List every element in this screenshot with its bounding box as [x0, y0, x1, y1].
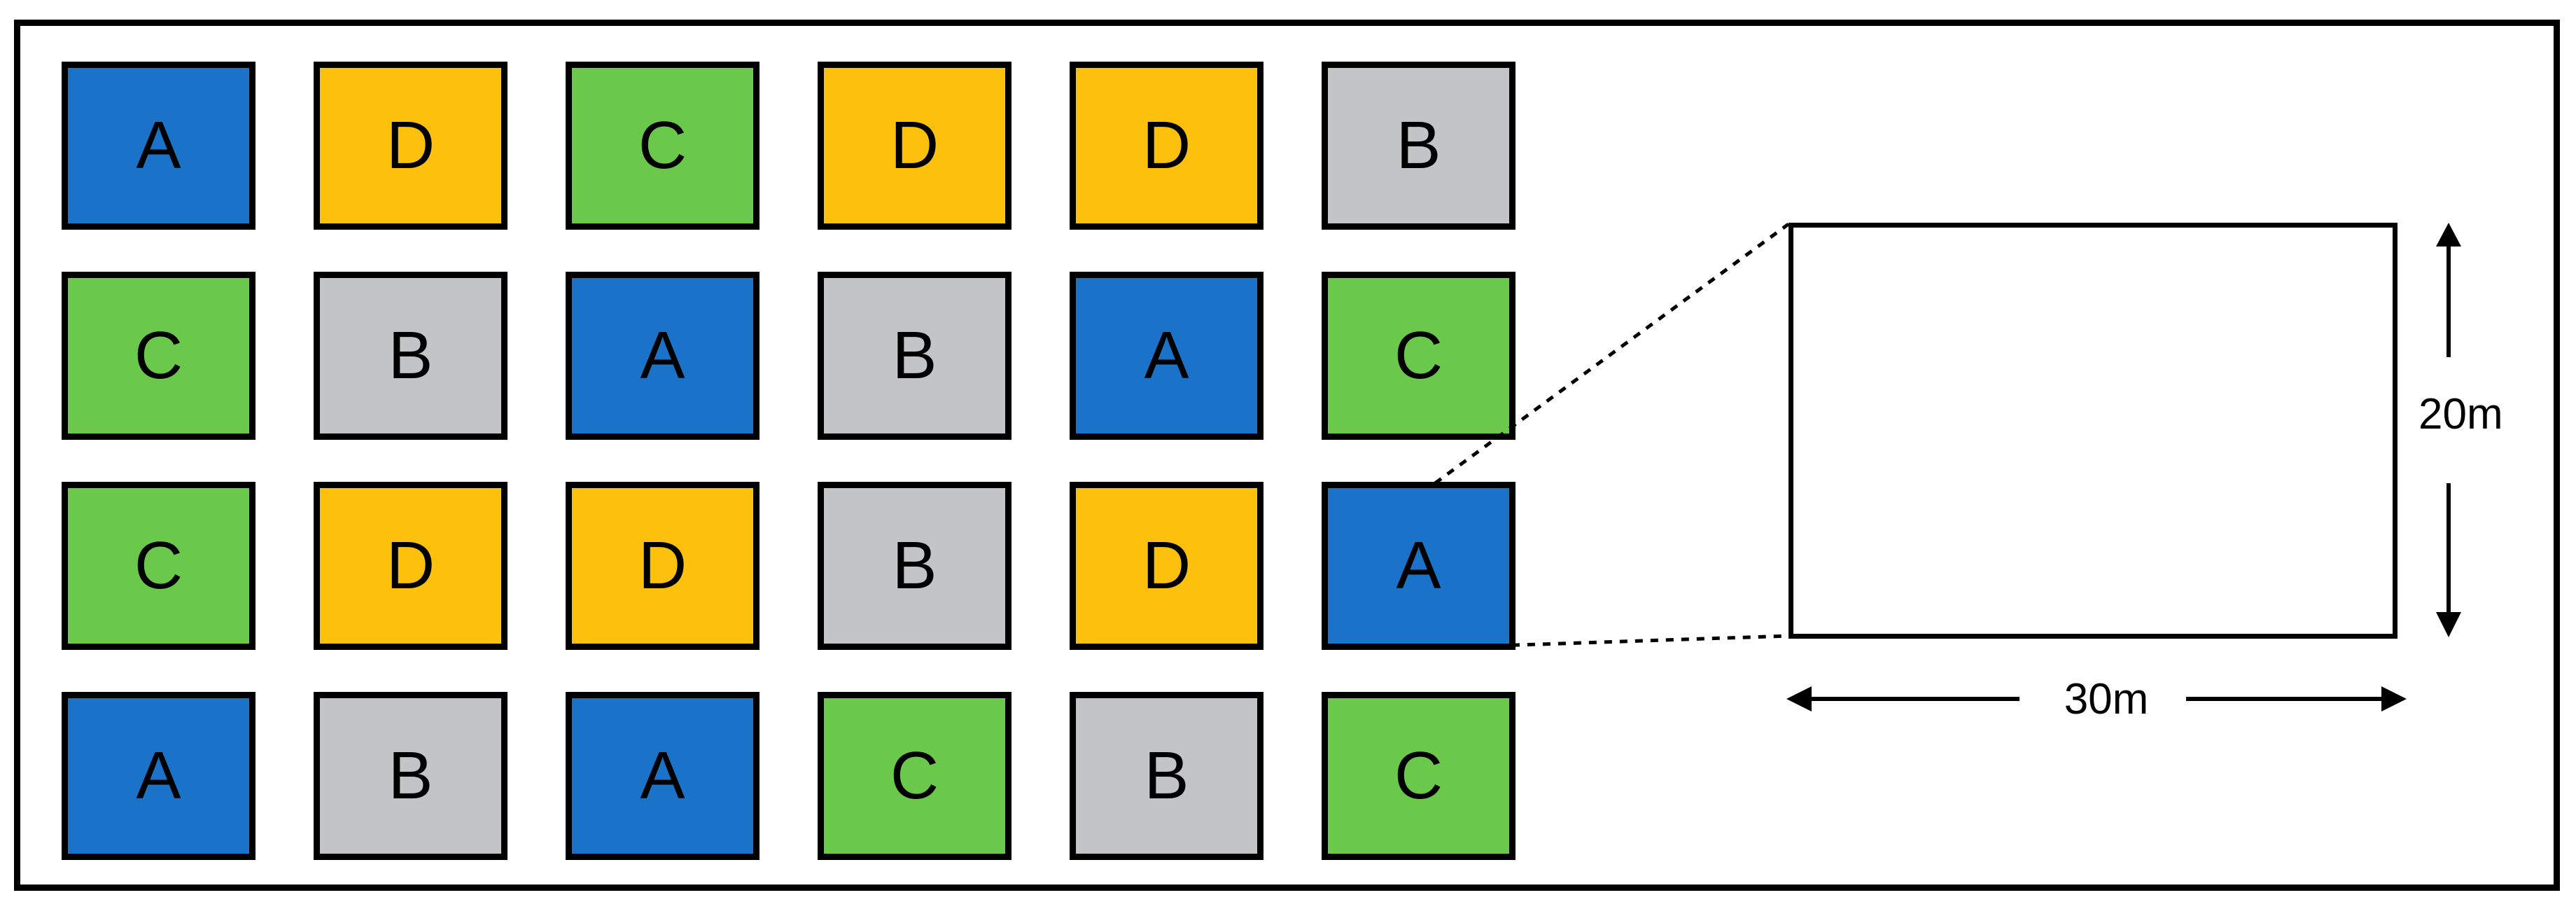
plot-cell-label: B — [1396, 108, 1441, 183]
plot-cell-label: A — [1396, 528, 1441, 603]
plot-cell-label: B — [388, 738, 433, 813]
plot-cell[interactable]: C — [62, 272, 255, 440]
plot-cell-label: C — [1394, 738, 1443, 813]
plot-cell-label: D — [890, 108, 939, 183]
plot-cell[interactable]: A — [1070, 272, 1264, 440]
plot-cell-label: A — [136, 738, 181, 813]
plot-cell[interactable]: B — [818, 482, 1011, 650]
plot-cell[interactable]: A — [62, 62, 255, 230]
plot-cell[interactable]: A — [566, 272, 760, 440]
plot-cell-label: B — [1144, 738, 1189, 813]
plot-cell[interactable]: D — [1070, 62, 1264, 230]
dimension-arrow-vertical — [2436, 223, 2461, 637]
plot-cell[interactable]: D — [1070, 482, 1264, 650]
plot-cell[interactable]: B — [1070, 692, 1264, 860]
dimension-label-width: 30m — [2026, 674, 2186, 724]
plot-cell-label: D — [1142, 108, 1191, 183]
dimension-arrow-horizontal — [1786, 686, 2407, 712]
plot-cell-label: A — [640, 738, 685, 813]
dimension-label-height: 20m — [2418, 390, 2503, 438]
plot-cell[interactable]: B — [314, 692, 507, 860]
plot-cell[interactable]: C — [1322, 692, 1516, 860]
plot-cell[interactable]: D — [314, 62, 507, 230]
plot-cell-label: A — [136, 108, 181, 183]
plot-cell-label: A — [1144, 318, 1189, 393]
plot-cell[interactable]: D — [314, 482, 507, 650]
plot-cell[interactable]: D — [566, 482, 760, 650]
plot-cell-label: D — [386, 528, 435, 603]
plot-cell[interactable]: D — [818, 62, 1011, 230]
plot-cell-label: D — [638, 528, 687, 603]
plot-cell-label: D — [386, 108, 435, 183]
plot-detail-rectangle — [1788, 223, 2398, 639]
plot-cell[interactable]: A — [566, 692, 760, 860]
plot-cell-label: C — [1394, 318, 1443, 393]
plot-cell[interactable]: C — [1322, 272, 1516, 440]
plot-grid: A D C D D B C B A B A C C D D B D A A B A C B C — [62, 62, 1516, 860]
plot-cell[interactable]: A — [62, 692, 255, 860]
plot-cell-label: B — [388, 318, 433, 393]
plot-cell[interactable]: C — [62, 482, 255, 650]
plot-cell-label: C — [134, 318, 183, 393]
plot-cell-label: B — [892, 318, 937, 393]
plot-cell[interactable]: C — [818, 692, 1011, 860]
plot-cell-label: B — [892, 528, 937, 603]
plot-cell-label: C — [890, 738, 939, 813]
plot-cell[interactable]: B — [1322, 62, 1516, 230]
plot-cell-label: A — [640, 318, 685, 393]
plot-cell[interactable]: B — [314, 272, 507, 440]
plot-cell-label: D — [1142, 528, 1191, 603]
plot-cell[interactable]: C — [566, 62, 760, 230]
plot-cell-label: C — [134, 528, 183, 603]
plot-cell[interactable]: A — [1322, 482, 1516, 650]
plot-cell[interactable]: B — [818, 272, 1011, 440]
plot-cell-label: C — [638, 108, 687, 183]
